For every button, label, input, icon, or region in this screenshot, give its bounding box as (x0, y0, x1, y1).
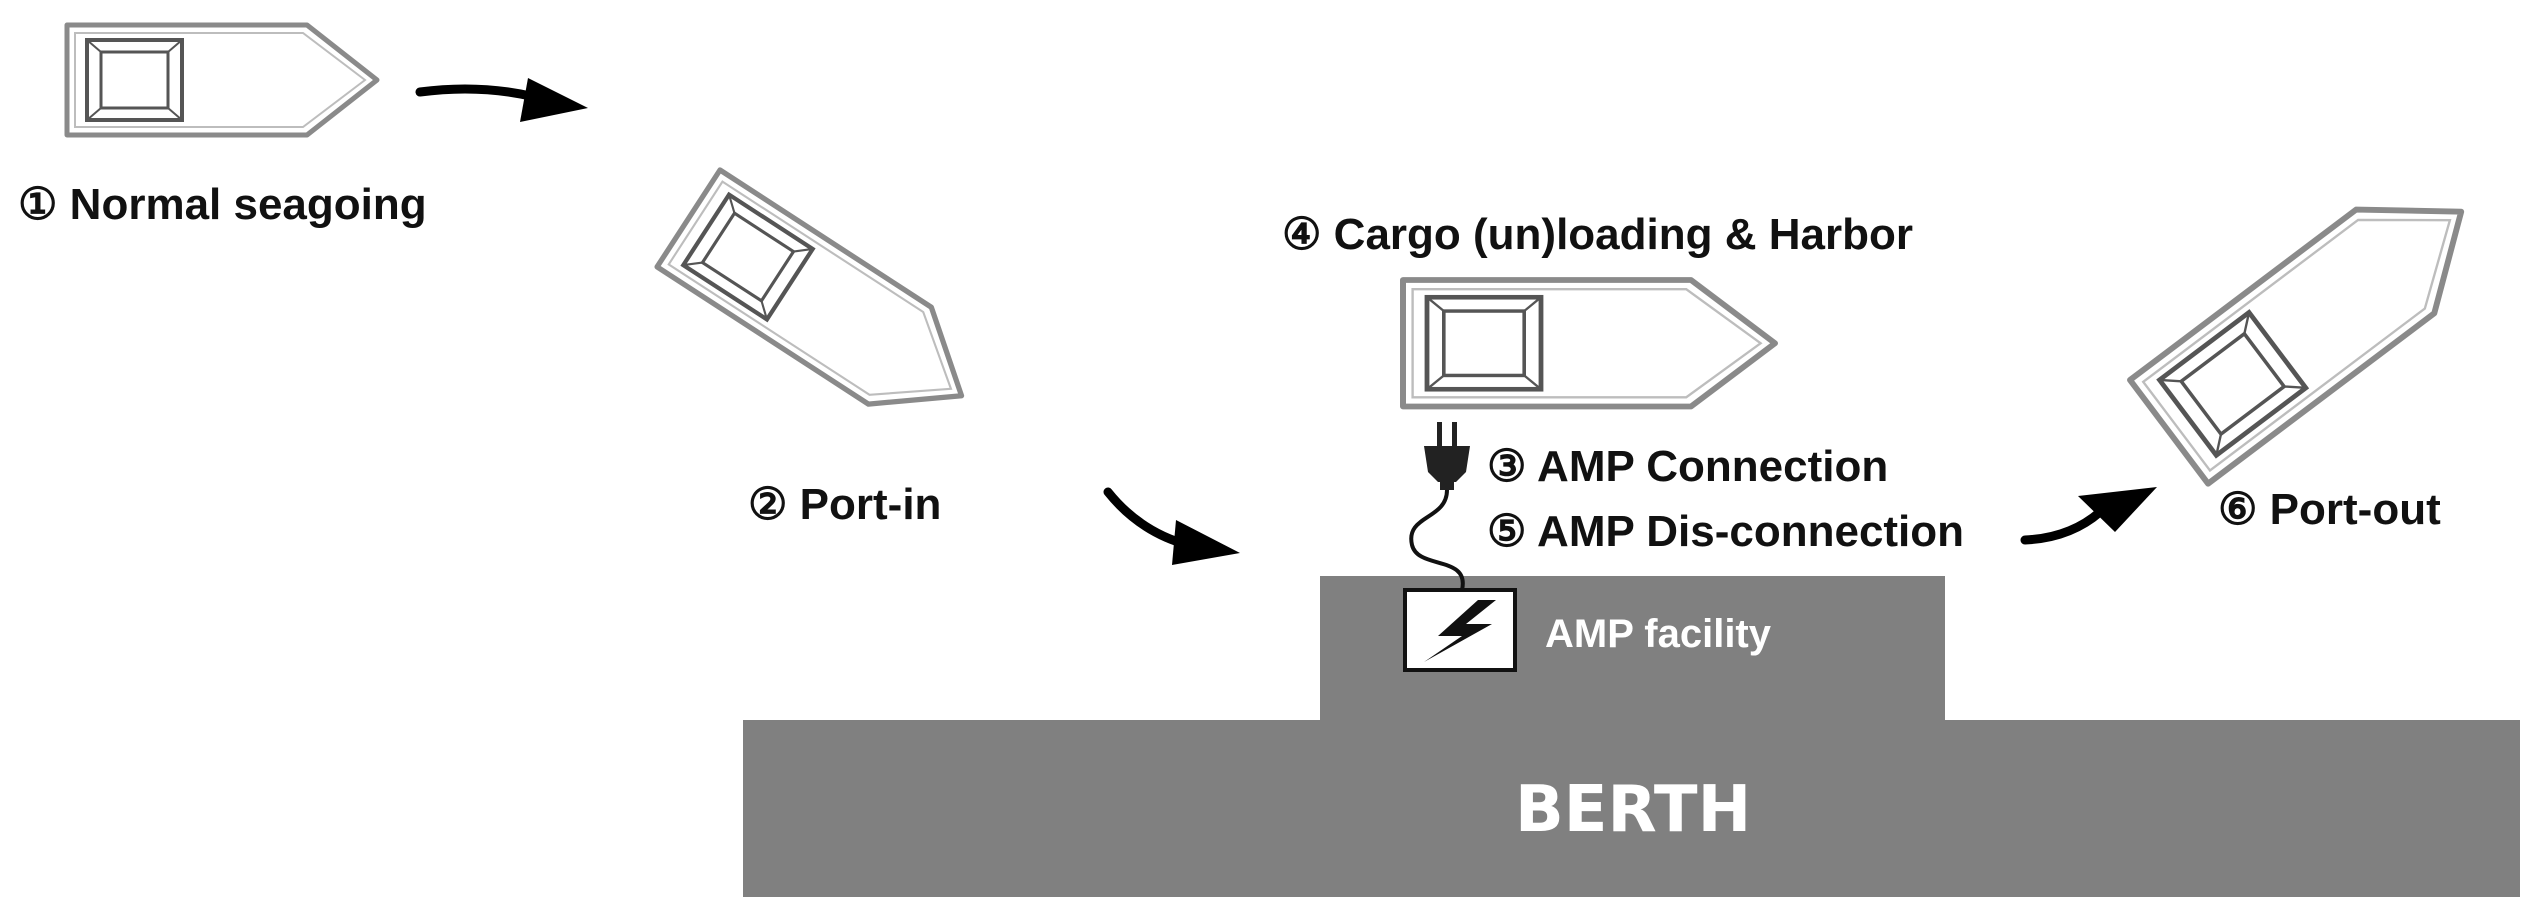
ship-icon (2130, 160, 2500, 484)
amp-cable (1409, 489, 1465, 591)
step-amp-connection-label: ③ AMP Connection (1487, 442, 1889, 491)
step-port-out-label: ⑥ Port-out (2218, 485, 2441, 534)
curved-arrow-icon (2020, 487, 2157, 545)
ship-icon (1403, 280, 1775, 407)
amp-facility-box (1403, 588, 1517, 672)
step-port-in-label: ② Port-in (748, 480, 942, 529)
ship-icon (67, 25, 377, 135)
step-cargo-harbor-label: ④ Cargo (un)loading & Harbor (1282, 210, 1913, 259)
berth-block (743, 720, 2520, 897)
curved-arrow-icon (415, 78, 588, 122)
step-amp-disconnection-label: ⑤ AMP Dis-connection (1487, 507, 1965, 556)
ship-icon (657, 170, 993, 444)
amp-facility-label: AMP facility (1545, 612, 1771, 656)
lightning-bolt-icon (1424, 600, 1496, 662)
power-plug-icon (1424, 422, 1470, 490)
berth-label: BERTH (1515, 773, 1752, 847)
curved-arrow-icon (1103, 487, 1240, 565)
step-normal-seagoing-label: ① Normal seagoing (18, 180, 427, 229)
